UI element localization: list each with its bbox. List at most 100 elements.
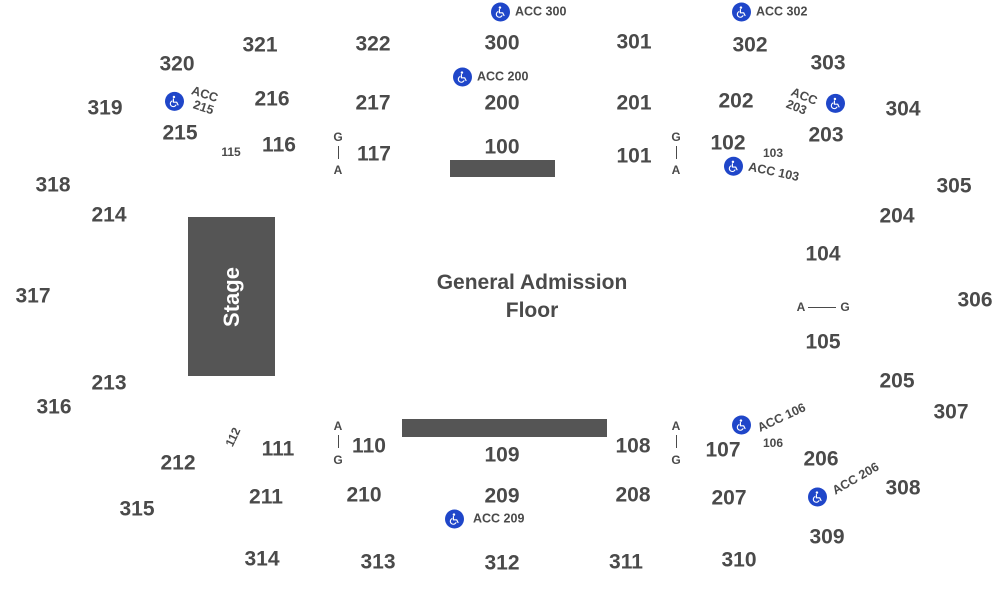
section-103[interactable]: 103 — [762, 146, 784, 160]
section-215[interactable]: 215 — [162, 121, 198, 145]
section-203[interactable]: 203 — [808, 123, 844, 147]
acc-106-marker[interactable]: ACC 106 — [732, 401, 808, 435]
section-213[interactable]: 213 — [91, 371, 127, 395]
gate-g-label: G — [333, 130, 343, 144]
section-109[interactable]: 109 — [484, 443, 520, 467]
section-100[interactable]: 100 — [484, 135, 520, 159]
section-214[interactable]: 214 — [91, 203, 127, 227]
wheelchair-icon — [808, 487, 827, 507]
section-302[interactable]: 302 — [732, 33, 768, 57]
stage[interactable]: Stage — [188, 217, 275, 376]
gate-divider — [676, 146, 677, 159]
acc-300-label: ACC 300 — [515, 4, 567, 19]
floor-barrier-top — [450, 160, 555, 177]
section-306[interactable]: 306 — [957, 288, 993, 312]
acc-103-marker[interactable]: ACC 103 — [724, 154, 800, 184]
wheelchair-icon — [732, 415, 751, 435]
gate-g-label: G — [333, 453, 343, 467]
section-117[interactable]: 117 — [357, 142, 391, 166]
section-212[interactable]: 212 — [160, 451, 196, 475]
gate-divider — [338, 146, 339, 159]
section-304[interactable]: 304 — [885, 97, 921, 121]
wheelchair-icon — [445, 509, 464, 529]
floor-label-line2: Floor — [505, 299, 559, 322]
wheelchair-icon — [165, 91, 184, 111]
gate-g-label: G — [671, 130, 681, 144]
section-319[interactable]: 319 — [87, 96, 123, 120]
gate-a-label: A — [333, 163, 343, 177]
section-320[interactable]: 320 — [159, 52, 195, 76]
acc-200-label: ACC 200 — [477, 69, 529, 84]
acc-302-label: ACC 302 — [756, 4, 808, 19]
section-107[interactable]: 107 — [705, 438, 741, 462]
section-321[interactable]: 321 — [242, 33, 278, 57]
section-312[interactable]: 312 — [484, 551, 520, 575]
wheelchair-icon — [453, 67, 472, 87]
floor-barrier-bottom — [402, 419, 607, 437]
section-211[interactable]: 211 — [249, 485, 283, 509]
section-303[interactable]: 303 — [810, 51, 846, 75]
section-201[interactable]: 201 — [616, 91, 652, 115]
section-104[interactable]: 104 — [805, 242, 841, 266]
section-305[interactable]: 305 — [936, 174, 972, 198]
section-206[interactable]: 206 — [803, 447, 839, 471]
section-102[interactable]: 102 — [710, 131, 746, 155]
stage-label: Stage — [218, 266, 244, 327]
wheelchair-icon — [491, 2, 510, 22]
gate-divider — [676, 435, 677, 448]
section-216[interactable]: 216 — [254, 87, 290, 111]
section-207[interactable]: 207 — [711, 486, 747, 510]
section-202[interactable]: 202 — [718, 89, 754, 113]
section-313[interactable]: 313 — [360, 550, 396, 574]
section-315[interactable]: 315 — [119, 497, 155, 521]
section-112[interactable]: 112 — [222, 425, 244, 449]
section-301[interactable]: 301 — [616, 30, 652, 54]
section-307[interactable]: 307 — [933, 400, 969, 424]
section-101[interactable]: 101 — [616, 144, 652, 168]
section-308[interactable]: 308 — [885, 476, 921, 500]
acc-103-label: ACC 103 — [747, 159, 801, 184]
section-318[interactable]: 318 — [35, 173, 71, 197]
gate-divider — [338, 435, 339, 448]
acc-209-label: ACC 209 — [473, 511, 525, 526]
floor-label-line1: General Admission — [436, 271, 628, 294]
section-108[interactable]: 108 — [615, 434, 651, 458]
section-311[interactable]: 311 — [609, 550, 643, 574]
section-204[interactable]: 204 — [879, 204, 915, 228]
section-316[interactable]: 316 — [36, 395, 72, 419]
section-205[interactable]: 205 — [879, 369, 915, 393]
section-309[interactable]: 309 — [809, 525, 845, 549]
gate-g-label: G — [840, 300, 850, 314]
general-admission-floor[interactable]: General Admission Floor — [437, 269, 628, 325]
section-110[interactable]: 110 — [352, 434, 386, 458]
acc-300-marker[interactable]: ACC 300 — [491, 2, 567, 22]
section-300[interactable]: 300 — [484, 31, 520, 55]
acc-302-marker[interactable]: ACC 302 — [732, 2, 808, 22]
section-210[interactable]: 210 — [346, 483, 382, 507]
acc-106-label: ACC 106 — [755, 400, 808, 435]
section-322[interactable]: 322 — [355, 32, 391, 56]
wheelchair-icon — [724, 156, 743, 176]
acc-209-marker[interactable]: ACC 209 — [445, 509, 525, 529]
section-317[interactable]: 317 — [15, 284, 51, 308]
section-217[interactable]: 217 — [355, 91, 391, 115]
section-115[interactable]: 115 — [221, 145, 241, 159]
section-314[interactable]: 314 — [244, 547, 280, 571]
gate-a-label: A — [671, 419, 681, 433]
section-111[interactable]: 111 — [261, 437, 295, 461]
section-310[interactable]: 310 — [721, 548, 757, 572]
section-116[interactable]: 116 — [262, 133, 296, 157]
section-209[interactable]: 209 — [484, 484, 520, 508]
section-105[interactable]: 105 — [805, 330, 841, 354]
section-200[interactable]: 200 — [484, 91, 520, 115]
section-208[interactable]: 208 — [615, 483, 651, 507]
acc-206-marker[interactable]: ACC 206 — [808, 460, 881, 507]
section-106[interactable]: 106 — [762, 436, 784, 450]
gate-divider — [808, 307, 836, 308]
acc-200-marker[interactable]: ACC 200 — [453, 67, 529, 87]
